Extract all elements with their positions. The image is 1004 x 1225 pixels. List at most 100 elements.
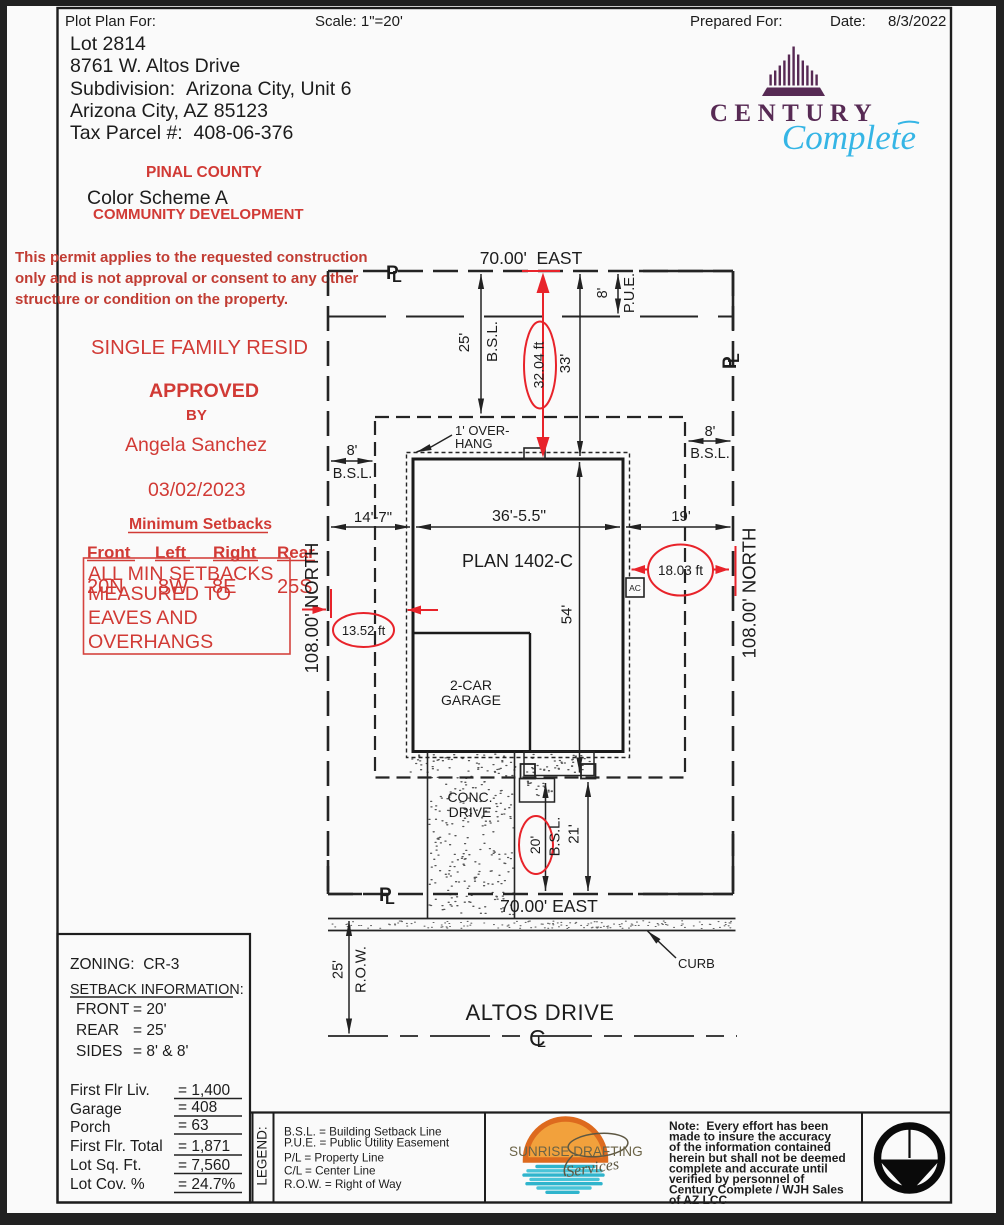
svg-text:made to insure the accuracy: made to insure the accuracy (669, 1130, 831, 1144)
svg-text:REAR: REAR (76, 1022, 119, 1039)
svg-text:Minimum Setbacks: Minimum Setbacks (129, 516, 272, 533)
svg-text:Color Scheme A: Color Scheme A (87, 187, 228, 209)
svg-text:B.S.L.: B.S.L. (484, 321, 501, 362)
svg-text:Front: Front (87, 543, 131, 562)
svg-text:SIDES: SIDES (76, 1043, 123, 1060)
svg-text:Tax Parcel #: 408-06-376: Tax Parcel #: 408-06-376 (70, 122, 293, 144)
svg-text:18.03 ft: 18.03 ft (658, 563, 703, 578)
svg-text:L: L (385, 891, 395, 908)
svg-text:HANG: HANG (455, 436, 493, 451)
svg-text:20N: 20N (87, 576, 124, 598)
svg-text:70.00' EAST: 70.00' EAST (500, 896, 598, 916)
svg-text:Lot Cov. %: Lot Cov. % (70, 1176, 145, 1193)
svg-text:P.U.E.: P.U.E. (622, 273, 638, 313)
svg-text:MEASURED TO: MEASURED TO (88, 583, 231, 605)
svg-text:herein but shall not be deemed: herein but shall not be deemed (669, 1151, 846, 1165)
svg-text:This permit applies to the req: This permit applies to the requested con… (15, 249, 368, 266)
svg-text:Prepared For:: Prepared For: (690, 13, 783, 30)
svg-text:= 1,400: = 1,400 (178, 1082, 231, 1099)
svg-text:1' OVER-: 1' OVER- (455, 423, 510, 438)
svg-text:8': 8' (595, 287, 611, 298)
svg-text:ALTOS DRIVE: ALTOS DRIVE (466, 1000, 615, 1025)
svg-text:8761 W. Altos Drive: 8761 W. Altos Drive (70, 55, 240, 77)
svg-text:33': 33' (557, 354, 574, 374)
svg-text:Arizona City, AZ 85123: Arizona City, AZ 85123 (70, 100, 268, 122)
svg-text:Century Complete / WJH Sales: Century Complete / WJH Sales (669, 1183, 844, 1197)
svg-text:36'-5.5": 36'-5.5" (492, 508, 546, 525)
svg-text:= 63: = 63 (178, 1117, 209, 1134)
svg-text:R.O.W.: R.O.W. (353, 946, 369, 993)
svg-text:8': 8' (705, 424, 716, 440)
svg-text:Garage: Garage (70, 1101, 122, 1118)
svg-text:8': 8' (347, 443, 358, 459)
svg-text:GARAGE: GARAGE (441, 692, 501, 708)
svg-text:Lot Sq. Ft.: Lot Sq. Ft. (70, 1157, 142, 1174)
svg-text:FRONT: FRONT (76, 1001, 130, 1018)
svg-text:SETBACK INFORMATION:: SETBACK INFORMATION: (70, 982, 244, 998)
svg-text:PINAL COUNTY: PINAL COUNTY (146, 164, 263, 181)
svg-text:14'-7": 14'-7" (354, 509, 392, 526)
svg-text:= 25': = 25' (133, 1022, 167, 1039)
svg-text:54': 54' (558, 605, 575, 625)
svg-text:P: P (379, 885, 392, 906)
svg-text:only and is not approval or co: only and is not approval or consent to a… (15, 270, 359, 287)
svg-text:= 20': = 20' (133, 1001, 167, 1018)
svg-text:= 1,871: = 1,871 (178, 1138, 230, 1155)
svg-text:OVERHANGS: OVERHANGS (88, 631, 213, 653)
svg-text:CONC.: CONC. (447, 789, 492, 805)
svg-text:Right: Right (213, 543, 257, 562)
svg-text:APPROVED: APPROVED (149, 380, 259, 402)
svg-text:B.S.L.: B.S.L. (547, 817, 563, 857)
svg-text:LEGEND:: LEGEND: (255, 1126, 270, 1185)
svg-text:CURB: CURB (678, 956, 715, 971)
svg-text:CENTURY: CENTURY (710, 100, 878, 127)
svg-text:C/L = Center Line: C/L = Center Line (284, 1165, 376, 1178)
svg-text:C: C (529, 1025, 546, 1051)
svg-text:= 8' & 8': = 8' & 8' (133, 1043, 189, 1060)
svg-text:First Flr. Total: First Flr. Total (70, 1138, 163, 1155)
svg-text:Porch: Porch (70, 1119, 111, 1136)
svg-text:2-CAR: 2-CAR (450, 677, 492, 693)
svg-text:= 408: = 408 (178, 1099, 217, 1116)
svg-text:19': 19' (671, 508, 691, 525)
svg-text:70.00' EAST: 70.00' EAST (480, 248, 583, 268)
svg-text:P: P (386, 263, 399, 284)
svg-text:25': 25' (330, 960, 346, 979)
svg-text:25': 25' (456, 333, 473, 353)
svg-text:ZONING: CR-3: ZONING: CR-3 (70, 956, 179, 973)
svg-text:13.52 ft: 13.52 ft (342, 623, 386, 638)
svg-text:Date:: Date: (830, 13, 866, 30)
svg-text:SUNRISE DRAFTING: SUNRISE DRAFTING (509, 1144, 643, 1159)
svg-text:complete and accurate until: complete and accurate until (669, 1161, 828, 1175)
svg-text:25S: 25S (277, 576, 313, 598)
svg-text:108.00' NORTH: 108.00' NORTH (301, 543, 322, 674)
svg-text:20': 20' (527, 836, 543, 854)
svg-text:B.S.L.: B.S.L. (690, 446, 730, 462)
svg-text:B.S.L. = Building Setback Line: B.S.L. = Building Setback Line (284, 1126, 442, 1139)
svg-text:structure or condition on the: structure or condition on the property. (15, 291, 288, 308)
svg-text:= 24.7%: = 24.7% (178, 1176, 236, 1193)
svg-text:Lot 2814: Lot 2814 (70, 33, 146, 55)
svg-text:L: L (537, 1032, 546, 1051)
svg-text:8E: 8E (212, 576, 236, 598)
svg-text:of the information contained: of the information contained (669, 1140, 831, 1154)
svg-text:L: L (726, 353, 743, 363)
svg-text:R.O.W. = Right of Way: R.O.W. = Right of Way (284, 1178, 402, 1191)
svg-text:Note: Every effort has been: Note: Every effort has been (669, 1119, 828, 1133)
svg-text:PLAN 1402-C: PLAN 1402-C (462, 551, 573, 571)
svg-text:COMMUNITY DEVELOPMENT: COMMUNITY DEVELOPMENT (93, 206, 304, 223)
svg-text:of AZ LCC: of AZ LCC (669, 1193, 728, 1207)
svg-text:First Flr Liv.: First Flr Liv. (70, 1082, 150, 1099)
svg-text:Complete: Complete (782, 118, 916, 157)
svg-text:Angela Sanchez: Angela Sanchez (125, 434, 267, 456)
svg-text:P.U.E. = Public Utility Easeme: P.U.E. = Public Utility Easement (284, 1137, 450, 1150)
svg-text:verified by personnel of: verified by personnel of (669, 1172, 805, 1186)
svg-text:= 7,560: = 7,560 (178, 1157, 231, 1174)
svg-text:AC: AC (629, 583, 641, 593)
svg-text:Scale: 1"=20': Scale: 1"=20' (315, 13, 403, 30)
svg-text:L: L (392, 269, 402, 286)
svg-text:03/02/2023: 03/02/2023 (148, 479, 246, 501)
svg-text:ALL MIN SETBACKS: ALL MIN SETBACKS (88, 563, 273, 585)
svg-text:8W: 8W (158, 576, 188, 598)
svg-text:108.00' NORTH: 108.00' NORTH (738, 528, 759, 659)
